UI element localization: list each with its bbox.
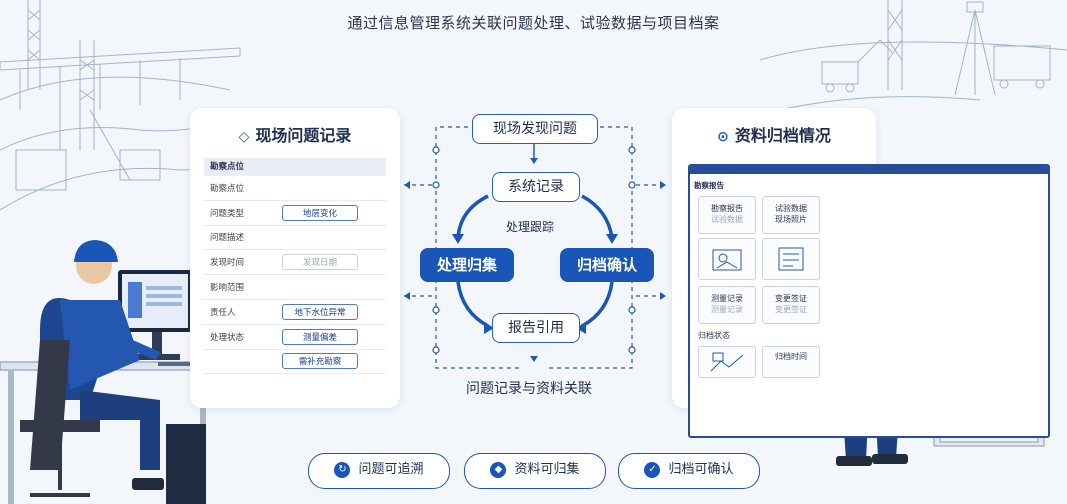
form-row: 问题类型 地层变化 <box>204 201 386 226</box>
page-title: 通过信息管理系统关联问题处理、试验数据与项目档案 <box>347 14 720 32</box>
issue-panel-title: ◇现场问题记录 <box>238 126 352 145</box>
form-row-label: 影响范围 <box>210 283 245 294</box>
monitor-titlebar <box>690 166 1048 174</box>
archive-status-label: 归档状态 <box>698 331 730 340</box>
form-row-label: 责任人 <box>210 307 236 318</box>
form-row: 勘察点位 <box>204 176 386 201</box>
engineer-at-desk <box>0 240 217 504</box>
form-row-value[interactable]: 测量偏差 <box>282 328 358 345</box>
form-row-label: 发现时间 <box>210 258 245 269</box>
flow-archive-confirm: 归档确认 <box>560 248 654 282</box>
tag-traceable: ↻问题可追溯 <box>308 453 450 489</box>
status-thumbnail <box>698 346 756 378</box>
issue-form-table: 勘察点位 勘察点位问题类型 地层变化问题描述发现时间 发现日期影响范围责任人 地下水位… <box>204 158 386 375</box>
form-row-label: 问题类型 <box>210 208 245 219</box>
form-row: 责任人 地下水位异常 <box>204 300 386 325</box>
check-shield-icon: ✓ <box>644 461 661 478</box>
archive-time-card: 归档时间 <box>762 346 820 378</box>
archive-card: 变更签证 变更签证 <box>762 286 820 324</box>
form-row: 问题描述 <box>204 226 386 251</box>
map-thumbnail <box>698 238 756 280</box>
archive-card: 勘察报告 试验数据 <box>698 196 756 234</box>
archive-card: 测量记录 测量记录 <box>698 286 756 324</box>
archive-monitor: 勘察报告 勘察报告 试验数据 试验数据 现场照片 测量记录 测量记录 变更签证 … <box>688 164 1050 438</box>
monitor-subtitle: 勘察报告 <box>694 181 724 190</box>
form-row-label: 勘察点位 <box>210 183 245 194</box>
form-row: 影响范围 <box>204 275 386 300</box>
form-row-value[interactable]: 地下水位异常 <box>282 303 358 320</box>
form-row-label: 问题描述 <box>210 233 245 244</box>
form-row-value[interactable]: 需补充勘察 <box>282 353 358 370</box>
form-row: 需补充勘察 <box>204 350 386 375</box>
tag-collectable: ◆资料可归集 <box>464 453 606 489</box>
flow-tracking-label: 处理跟踪 <box>506 220 555 234</box>
archive-panel-title: ⊙资料归档情况 <box>717 126 831 145</box>
download-circle-icon: ⊙ <box>717 129 729 145</box>
flow-handle-collect: 处理归集 <box>420 248 514 282</box>
form-header: 勘察点位 <box>204 158 386 176</box>
form-row: 发现时间 发现日期 <box>204 250 386 276</box>
form-row: 处理状态 测量偏差 <box>204 325 386 350</box>
shield-icon: ◆ <box>490 461 507 478</box>
archive-card: 试验数据 现场照片 <box>762 196 820 234</box>
form-row-label: 处理状态 <box>210 332 245 343</box>
form-row-value[interactable]: 发现日期 <box>282 254 358 271</box>
form-row-value[interactable]: 地层变化 <box>282 204 358 221</box>
flow-report-cite: 报告引用 <box>492 313 580 343</box>
diamond-icon: ◇ <box>238 129 250 145</box>
tag-confirmable: ✓归档可确认 <box>618 453 760 489</box>
flow-caption: 问题记录与资料关联 <box>466 381 592 397</box>
flow-system-record: 系统记录 <box>492 172 580 202</box>
issue-record-panel: ◇现场问题记录 勘察点位 勘察点位问题类型 地层变化问题描述发现时间 发现日期影响范… <box>190 108 400 408</box>
report-thumbnail <box>762 238 820 280</box>
link-icon: ↻ <box>334 461 351 478</box>
flow-discover-issue: 现场发现问题 <box>472 114 598 144</box>
